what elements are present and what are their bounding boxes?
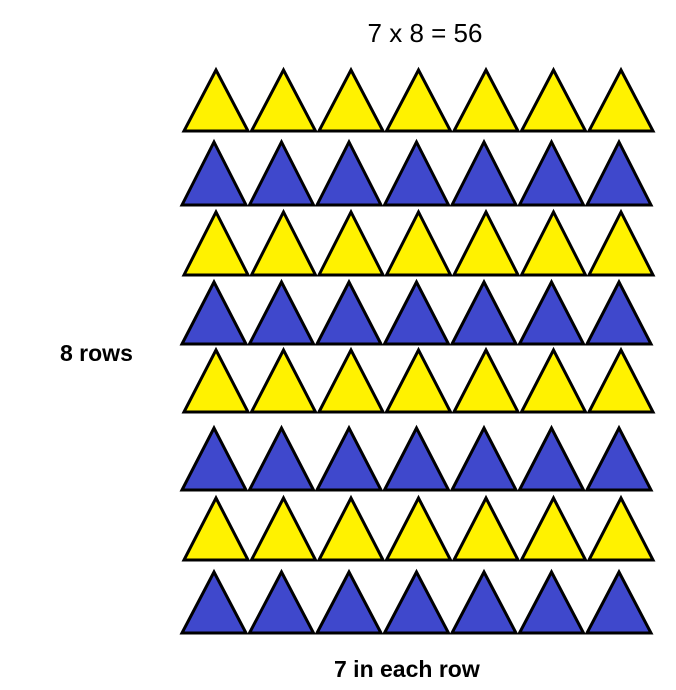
triangle <box>517 278 586 346</box>
triangle <box>451 494 521 562</box>
triangle <box>384 346 453 414</box>
triangle <box>181 494 251 562</box>
triangle <box>316 346 386 414</box>
triangle <box>314 568 384 635</box>
triangle <box>316 208 386 277</box>
triangle-row <box>179 424 654 492</box>
triangle <box>584 138 654 207</box>
triangle <box>586 346 656 414</box>
triangle <box>584 424 654 492</box>
triangle <box>384 494 453 562</box>
triangle <box>384 66 453 133</box>
triangle <box>584 568 654 635</box>
triangle <box>316 494 386 562</box>
triangle <box>249 208 318 277</box>
columns-label: 7 in each row <box>334 656 480 682</box>
triangle <box>181 346 251 414</box>
triangle <box>586 208 656 277</box>
triangle <box>519 66 588 133</box>
triangle <box>382 278 451 346</box>
triangle <box>517 138 586 207</box>
triangle-row <box>179 278 654 346</box>
equation-title: 7 x 8 = 56 <box>367 18 483 48</box>
triangle <box>316 66 386 133</box>
triangle <box>247 424 316 492</box>
triangle <box>314 278 384 346</box>
triangle <box>449 424 519 492</box>
triangle <box>449 568 519 635</box>
triangle <box>519 346 588 414</box>
triangle <box>249 346 318 414</box>
triangle <box>249 66 318 133</box>
triangle <box>181 208 251 277</box>
triangle <box>179 568 249 635</box>
triangle-row <box>181 208 656 277</box>
triangle <box>314 424 384 492</box>
triangle <box>179 424 249 492</box>
triangle-row <box>179 138 654 207</box>
triangle <box>382 424 451 492</box>
triangle <box>247 568 316 635</box>
triangle <box>519 208 588 277</box>
triangle <box>517 568 586 635</box>
triangle <box>179 278 249 346</box>
triangle <box>181 66 251 133</box>
triangle <box>247 278 316 346</box>
triangle <box>586 66 656 133</box>
triangle <box>179 138 249 207</box>
rows-label: 8 rows <box>60 340 133 366</box>
triangle <box>449 278 519 346</box>
triangle <box>519 494 588 562</box>
triangle <box>249 494 318 562</box>
triangle <box>314 138 384 207</box>
triangle <box>517 424 586 492</box>
triangle-row <box>179 568 654 635</box>
triangle <box>449 138 519 207</box>
triangle <box>247 138 316 207</box>
triangle-row <box>181 346 656 414</box>
triangle-row <box>181 494 656 562</box>
triangle-row <box>181 66 656 133</box>
triangle <box>586 494 656 562</box>
triangle <box>451 66 521 133</box>
triangle <box>384 208 453 277</box>
triangle <box>382 138 451 207</box>
triangle <box>584 278 654 346</box>
triangle <box>451 208 521 277</box>
triangle <box>382 568 451 635</box>
triangle <box>451 346 521 414</box>
